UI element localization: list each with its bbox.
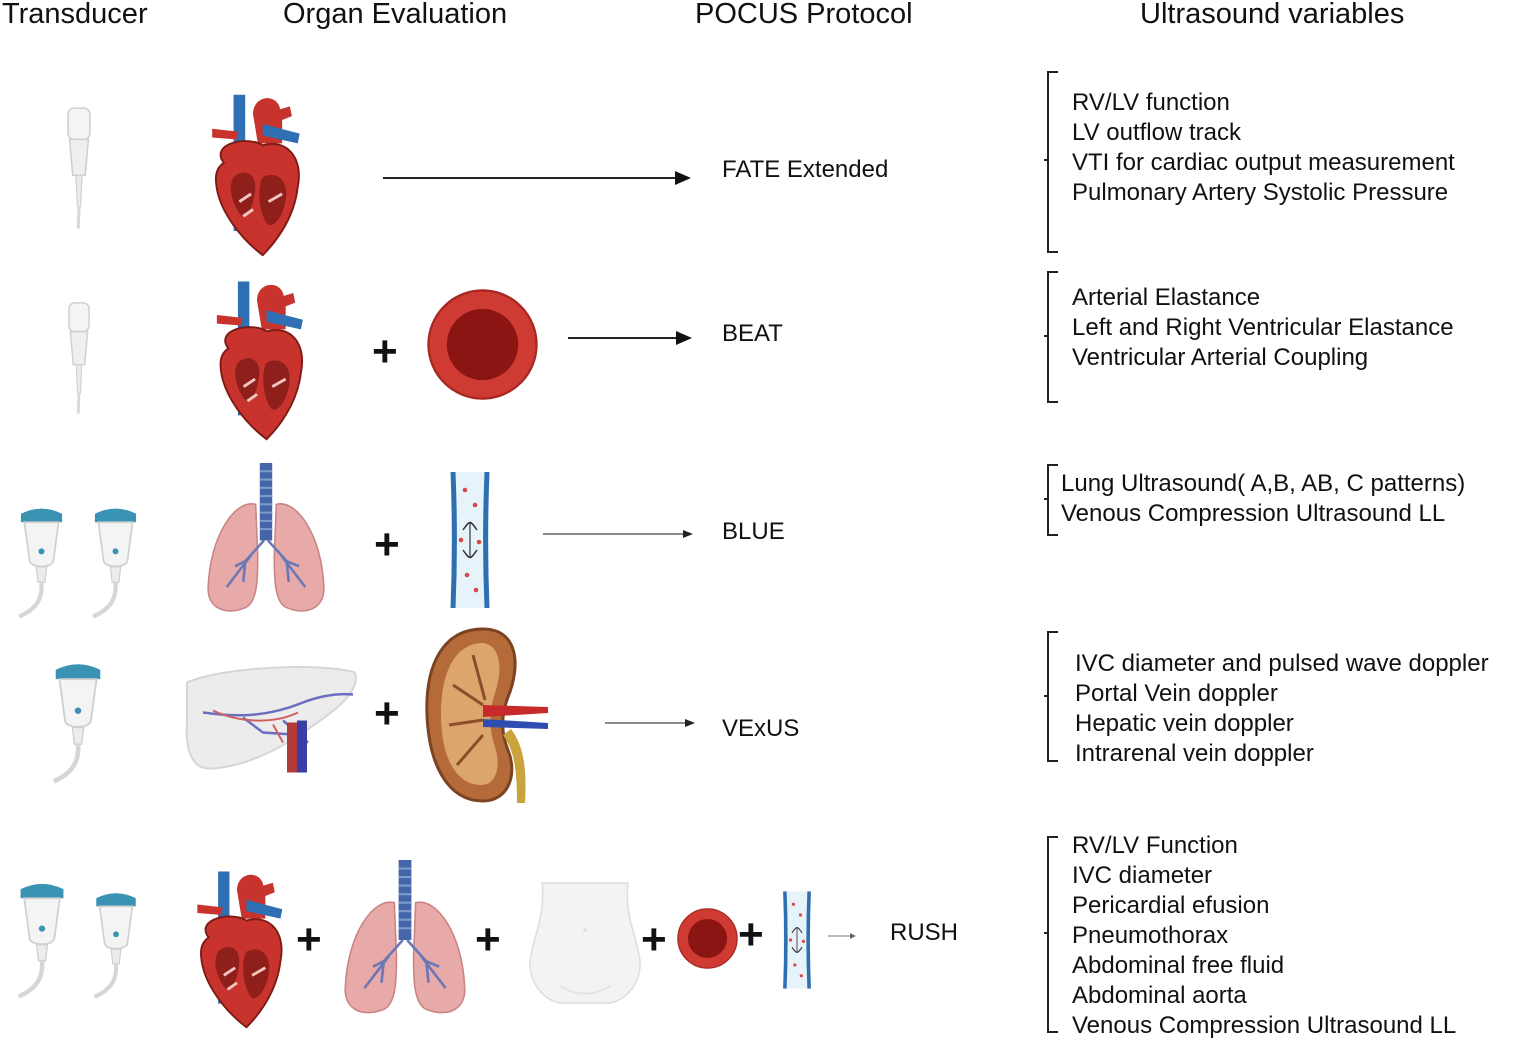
variable-item: IVC diameter — [1072, 862, 1213, 889]
variable-item: VTI for cardiac output measurement — [1072, 149, 1455, 176]
protocol-arrow — [605, 719, 695, 727]
variable-item: Pericardial efusion — [1072, 892, 1270, 919]
protocol-label: VExUS — [722, 715, 800, 742]
variables-bracket — [1044, 271, 1058, 403]
lungs-icon — [200, 463, 332, 618]
vessel-cross-section-icon — [425, 287, 540, 402]
vessel-cross-section-icon — [676, 907, 739, 970]
variable-item: Intrarenal vein doppler — [1075, 740, 1314, 767]
variable-item: Pneumothorax — [1072, 922, 1229, 949]
variable-item: Pulmonary Artery Systolic Pressure — [1072, 179, 1449, 206]
protocol-label: BLUE — [722, 518, 785, 545]
variable-item: Abdominal free fluid — [1072, 952, 1285, 979]
variables-bracket — [1044, 71, 1058, 253]
plus-sign: + — [374, 689, 400, 738]
variable-item: IVC diameter and pulsed wave doppler — [1075, 650, 1489, 677]
variable-item: RV/LV Function — [1072, 832, 1238, 859]
variables-list: RV/LV Function IVC diameter Pericardial … — [1072, 831, 1456, 1041]
variables-list: Arterial Elastance Left and Right Ventri… — [1072, 283, 1454, 373]
variable-item: Venous Compression Ultrasound LL — [1061, 500, 1446, 527]
convex-transducer-icon — [14, 500, 69, 620]
convex-transducer-icon — [12, 875, 72, 1000]
convex-transducer-icon — [88, 500, 143, 620]
variable-item: Abdominal aorta — [1072, 982, 1247, 1009]
linear-transducer-icon — [60, 300, 98, 415]
variable-item: RV/LV function — [1072, 89, 1230, 116]
plus-sign: + — [374, 520, 400, 569]
variables-bracket — [1044, 464, 1058, 536]
plus-sign: + — [372, 327, 398, 376]
variable-item: Arterial Elastance — [1072, 284, 1261, 311]
protocol-arrow — [828, 933, 856, 939]
variable-item: LV outflow track — [1072, 119, 1241, 146]
lungs-icon — [340, 860, 470, 1020]
liver-icon — [183, 655, 363, 780]
protocol-arrow — [543, 530, 693, 538]
header-transducer: Transducer — [2, 0, 148, 30]
linear-transducer-icon — [60, 105, 98, 230]
protocol-label: RUSH — [890, 919, 959, 946]
plus-sign: + — [475, 915, 501, 964]
plus-sign: + — [738, 910, 764, 959]
variables-list: Lung Ultrasound( A,B, AB, C patterns) Ve… — [1061, 469, 1465, 529]
variable-item: Hepatic vein doppler — [1075, 710, 1294, 737]
variables-bracket — [1044, 836, 1058, 1033]
variable-item: Left and Right Ventricular Elastance — [1072, 314, 1454, 341]
heart-icon — [202, 272, 312, 444]
variable-item: Venous Compression Ultrasound LL — [1072, 1012, 1457, 1039]
heart-icon — [183, 862, 291, 1032]
vein-compression-icon — [778, 890, 816, 990]
header-organ-evaluation: Organ Evaluation — [283, 0, 508, 30]
heart-icon — [198, 85, 308, 260]
protocol-label: BEAT — [722, 320, 783, 347]
protocol-arrow — [383, 171, 691, 185]
header-ultrasound-variables: Ultrasound variables — [1140, 0, 1405, 30]
plus-sign: + — [641, 915, 667, 964]
variable-item: Ventricular Arterial Coupling — [1072, 344, 1369, 371]
convex-transducer-icon — [48, 655, 108, 785]
variables-list: RV/LV function LV outflow track VTI for … — [1072, 88, 1455, 208]
abdomen-icon — [525, 868, 645, 1018]
kidney-icon — [418, 625, 558, 805]
variable-item: Lung Ultrasound( A,B, AB, C patterns) — [1061, 470, 1466, 497]
protocol-arrow — [568, 331, 692, 345]
variables-bracket — [1044, 631, 1058, 762]
header-pocus-protocol: POCUS Protocol — [695, 0, 913, 30]
vein-compression-icon — [445, 470, 495, 610]
variable-item: Portal Vein doppler — [1075, 680, 1278, 707]
protocol-label: FATE Extended — [722, 156, 889, 183]
plus-sign: + — [296, 915, 322, 964]
convex-transducer-icon — [90, 885, 142, 1000]
variables-list: IVC diameter and pulsed wave doppler Por… — [1075, 649, 1489, 769]
